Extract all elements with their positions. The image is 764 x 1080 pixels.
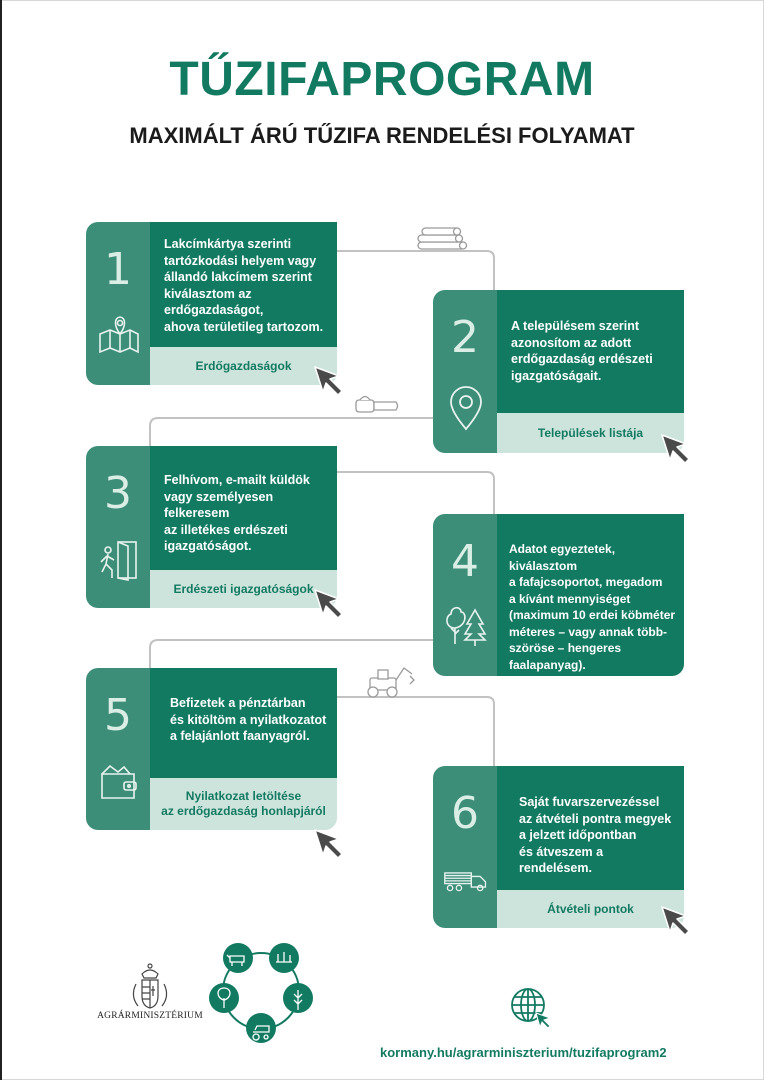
- step-text-5: Befizetek a pénztárban és kitöltöm a nyi…: [170, 696, 327, 743]
- location-pin-icon: [450, 386, 482, 431]
- poster-subtitle: MAXIMÁLT ÁRÚ TŰZIFA RENDELÉSI FOLYAMAT: [129, 123, 635, 148]
- step-text-4: Adatot egyeztetek, kiválasztom a fafajcs…: [509, 542, 676, 672]
- log-pile-icon: [417, 227, 468, 250]
- sector-icons-wheel: [209, 943, 313, 1043]
- ministry-name: AGRÁRMINISZTÉRIUM: [97, 1011, 203, 1021]
- step-text-2: A településem szerint azonosítom az adot…: [511, 319, 653, 383]
- step-card-6: 6 Saját fuvarszervezéssel az átvételi po…: [433, 766, 684, 928]
- coat-of-arms-logo: [132, 963, 168, 1009]
- step-side-5: [86, 668, 150, 830]
- step-card-3: 3 Felhívom, e-mailt küldök vagy személye…: [86, 446, 337, 608]
- step-text-3: Felhívom, e-mailt küldök vagy személyese…: [164, 473, 310, 553]
- program-url-link[interactable]: kormany.hu/agrarminiszterium/tuzifaprogr…: [380, 1045, 667, 1060]
- cow-icon: [226, 954, 245, 966]
- step-side-6: [433, 766, 497, 928]
- cursor-arrow-icon: [661, 906, 690, 936]
- loader-tractor-icon: [367, 667, 415, 698]
- crops-icon: [276, 952, 292, 963]
- step-side-3: [86, 446, 150, 608]
- globe-icon[interactable]: [508, 985, 554, 1031]
- tree-icon: [217, 987, 231, 1008]
- map-pin-icon: [99, 316, 139, 354]
- step-text-6: Saját fuvarszervezéssel az átvételi pont…: [519, 795, 672, 875]
- page-edge: [0, 0, 2, 1080]
- step-card-5: 5 Befizetek a pénztárban és kitöltöm a n…: [86, 668, 337, 830]
- link-telepulesek-listaja[interactable]: Települések listája: [497, 413, 684, 453]
- link-nyilatkozat-letoltese[interactable]: Nyilatkozat letöltése az erdőgazdaság ho…: [150, 778, 337, 830]
- step-card-2: 2 A településem szerint azonosítom az ad…: [433, 290, 684, 453]
- chainsaw-icon: [355, 395, 399, 413]
- link-label-6: Átvételi pontok: [547, 901, 634, 916]
- log-truck-icon: [444, 872, 487, 892]
- link-atveteli-pontok[interactable]: Átvételi pontok: [497, 890, 684, 928]
- cursor-arrow-icon: [314, 829, 343, 859]
- tractor-icon: [252, 1025, 270, 1041]
- cursor-arrow-icon: [661, 434, 690, 464]
- poster-title: TŰZIFAPROGRAM: [169, 53, 595, 106]
- step-number-1: 1: [104, 244, 132, 295]
- step-text-1: Lakcímkártya szerinti tartózkodási helye…: [164, 237, 324, 334]
- link-label-2: Települések listája: [537, 425, 644, 440]
- step-body-2: A településem szerint azonosítom az adot…: [497, 290, 684, 413]
- step-number-2: 2: [451, 312, 479, 363]
- step-body-6: Saját fuvarszervezéssel az átvételi pont…: [497, 766, 684, 890]
- step-side-2: [433, 290, 497, 453]
- wheat-icon: [293, 990, 303, 1010]
- step-body-4: Adatot egyeztetek, kiválasztom a fafajcs…: [497, 514, 684, 676]
- wallet-icon: [101, 764, 137, 799]
- person-door-icon: [100, 541, 137, 581]
- link-erdogazdasagok[interactable]: Erdőgazdaságok: [150, 347, 337, 385]
- step-body-1: Lakcímkártya szerinti tartózkodási helye…: [150, 222, 337, 347]
- step-number-5: 5: [104, 690, 132, 741]
- step-body-3: Felhívom, e-mailt küldök vagy személyese…: [150, 446, 337, 570]
- cursor-arrow-icon: [314, 589, 343, 619]
- link-label-5: Nyilatkozat letöltése az erdőgazdaság ho…: [161, 789, 326, 818]
- step-side-4: [433, 514, 497, 676]
- step-card-4: 4 Adatot egyeztetek, kiválasztom a fafaj…: [433, 514, 684, 676]
- step-number-6: 6: [451, 788, 479, 839]
- link-erdeszeti-igazgatosagok[interactable]: Erdészeti igazgatóságok: [150, 570, 337, 608]
- step-side-1: [86, 222, 150, 385]
- link-label-1: Erdőgazdaságok: [195, 358, 292, 373]
- trees-icon: [446, 606, 487, 646]
- step-card-1: 1 Lakcímkártya szerinti tartózkodási hel…: [86, 222, 337, 385]
- step-number-3: 3: [104, 468, 132, 519]
- step-number-4: 4: [451, 536, 479, 587]
- cursor-arrow-icon: [314, 366, 343, 396]
- link-label-3: Erdészeti igazgatóságok: [173, 581, 314, 596]
- step-body-5: Befizetek a pénztárban és kitöltöm a nyi…: [150, 668, 337, 778]
